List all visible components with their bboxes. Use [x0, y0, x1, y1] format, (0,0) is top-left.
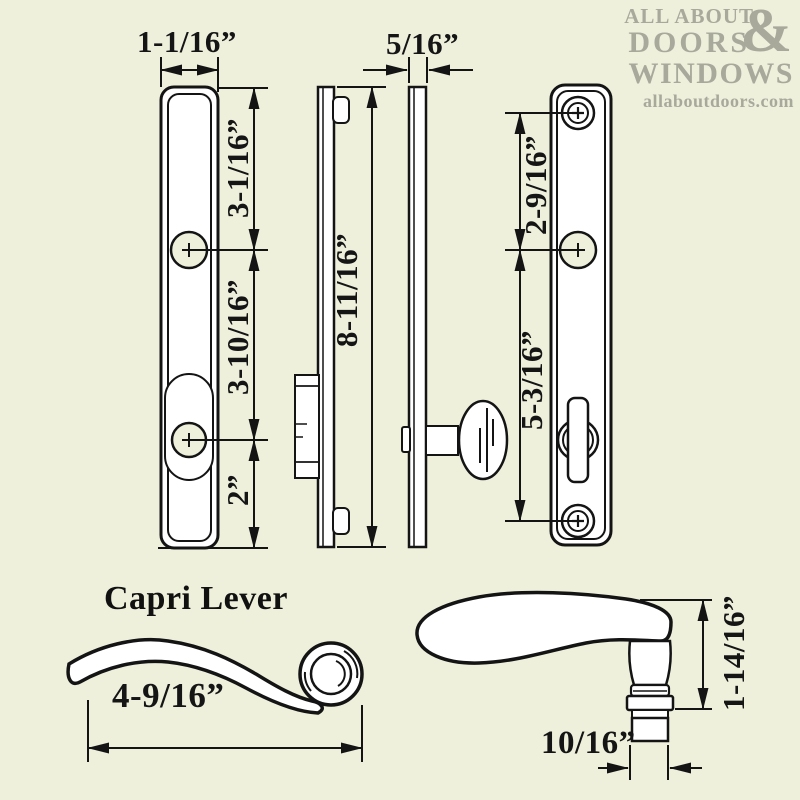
dim-plate-height-label: 8-11/16” — [328, 232, 364, 348]
dim-stem-width-label: 10/16” — [541, 725, 636, 761]
lever-collar — [625, 694, 675, 712]
dim-hub-to-bottom-label: 2” — [219, 474, 255, 506]
spindle-nub — [401, 426, 411, 453]
logo-website: allaboutdoors.com — [642, 90, 794, 111]
hub-highlight-arcs — [303, 650, 359, 692]
lever-hub-profile-lines — [295, 385, 319, 463]
thumbturn-knob-side — [457, 399, 509, 481]
thumbturn-front — [556, 396, 600, 484]
lever-blade — [66, 637, 324, 715]
thumbturn-stem — [425, 425, 459, 456]
logo-line-doors: DOORS — [628, 26, 750, 60]
lever-neck — [628, 639, 672, 687]
extension-lines — [337, 86, 386, 548]
logo-ampersand: & — [740, 0, 792, 65]
lever-hub-centerline — [296, 423, 307, 438]
lever-hub-profile — [294, 374, 320, 479]
lever-top-view — [66, 637, 364, 715]
exterior-plate-front-view — [159, 85, 220, 550]
dim-hole-to-screw-label: 5-3/16” — [513, 330, 549, 430]
logo-line-all-about: ALL ABOUT — [624, 4, 754, 28]
extension-lines — [158, 87, 268, 549]
bottom-clip-tab — [332, 507, 350, 535]
dim-plate-thickness-label: 5/16” — [386, 26, 460, 61]
dim-lever-length-label: 4-9/16” — [112, 676, 225, 715]
thumbturn-knob-slot-lines — [479, 408, 494, 472]
dimension-lines — [87, 57, 712, 780]
plate-profile — [407, 85, 428, 549]
logo-line-windows: WINDOWS — [628, 57, 794, 90]
dim-hole-to-hub-label: 3-10/16” — [219, 279, 255, 395]
dim-screw-to-hole-label: 2-9/16” — [517, 135, 553, 235]
lever-side-view — [415, 590, 675, 743]
lever-stem-cylinder — [630, 716, 670, 743]
extension-lines — [408, 57, 428, 83]
plate-profile — [316, 85, 336, 549]
interior-plate-front-view — [549, 83, 613, 547]
dim-lever-height-label: 1-14/16” — [715, 595, 751, 711]
product-title: Capri Lever — [104, 580, 288, 617]
dim-top-to-hole-label: 3-1/16” — [219, 118, 255, 218]
dim-plate-width-label: 1-1/16” — [137, 24, 237, 59]
top-clip-tab — [332, 96, 350, 124]
company-logo: & ALL ABOUT DOORS WINDOWS allaboutdoors.… — [612, 0, 794, 111]
extension-lines — [629, 745, 669, 780]
exterior-plate-side-view — [294, 85, 350, 549]
interior-plate-side-view — [401, 85, 509, 549]
